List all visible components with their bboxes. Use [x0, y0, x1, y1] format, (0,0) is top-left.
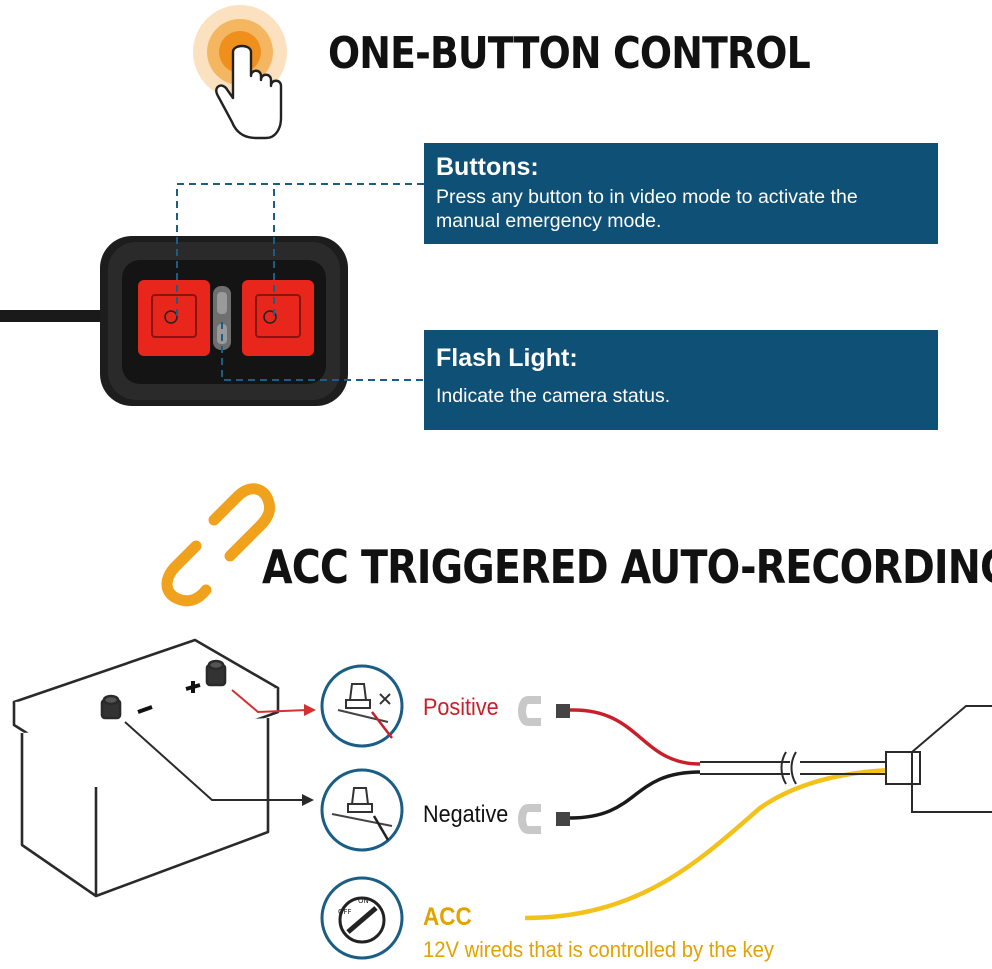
buttons-callout-line1: Press any button to in video mode to act… — [436, 186, 858, 208]
buttons-callout: Buttons: Press any button to in video mo… — [424, 143, 938, 244]
buttons-callout-title: Buttons: — [436, 153, 539, 181]
acc-description: 12V wireds that is controlled by the key — [423, 937, 775, 962]
remote-control-device — [0, 236, 348, 406]
wiring — [518, 696, 992, 921]
key-on-label: ON — [358, 897, 369, 905]
positive-label: Positive — [423, 694, 499, 721]
positive-terminal-icon — [320, 664, 404, 748]
tap-finger-icon — [193, 5, 287, 140]
buttons-callout-line2: manual emergency mode. — [436, 210, 662, 232]
ignition-key-icon: ON OFF — [320, 876, 404, 960]
acc-recording-title: ACC TRIGGERED AUTO-RECORDING — [262, 540, 992, 594]
flash-light-callout-title: Flash Light: — [436, 344, 578, 372]
flash-light-callout: Flash Light: Indicate the camera status. — [424, 330, 938, 430]
left-red-button — [138, 280, 210, 356]
car-battery — [12, 638, 280, 898]
key-off-label: OFF — [338, 908, 352, 916]
chain-link-icon — [161, 483, 276, 607]
negative-terminal-icon — [320, 768, 404, 852]
callout-leader-lines — [176, 183, 424, 381]
right-red-button — [242, 280, 314, 356]
one-button-control-title: ONE-BUTTON CONTROL — [328, 28, 811, 79]
negative-label: Negative — [423, 801, 509, 828]
flash-light-callout-text: Indicate the camera status. — [436, 385, 671, 407]
acc-label: ACC — [423, 903, 472, 931]
buttons-callout-text: Press any button to in video mode to act… — [436, 185, 926, 233]
